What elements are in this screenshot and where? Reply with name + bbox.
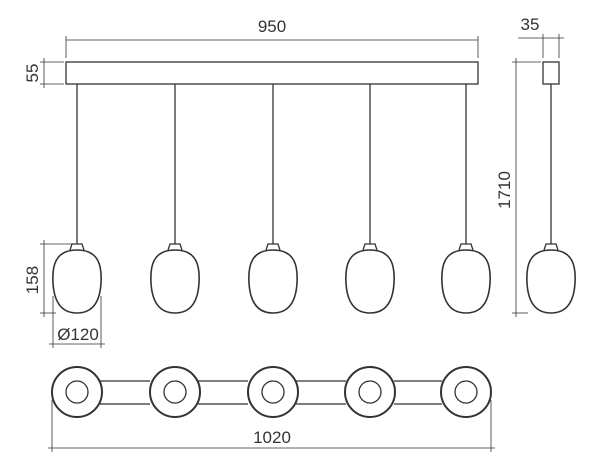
plan-disc-3 xyxy=(247,366,299,418)
label-canopy-height: 55 xyxy=(23,64,42,83)
label-total-height: 1710 xyxy=(495,171,514,209)
plan-disc-4 xyxy=(344,366,396,418)
dimension-canopy-height: 55 xyxy=(23,58,64,88)
label-canopy-length: 950 xyxy=(258,17,286,36)
pendant-2 xyxy=(150,84,200,314)
plan-disc-5 xyxy=(440,366,492,418)
label-total-length: 1020 xyxy=(253,428,291,447)
top-view: 1020 xyxy=(48,366,495,452)
dimension-shade-diameter: Ø120 xyxy=(49,296,105,348)
side-view: 35 1710 xyxy=(495,15,576,317)
pendant-group xyxy=(52,84,491,314)
dimension-shade-height: 158 xyxy=(23,240,77,317)
canopy-bar xyxy=(65,61,479,85)
pendant-side xyxy=(526,249,576,314)
dimension-canopy-length: 950 xyxy=(65,17,479,58)
pendant-5 xyxy=(441,84,491,314)
pendant-3 xyxy=(248,84,298,314)
canopy-side xyxy=(542,61,560,85)
label-shade-diameter: Ø120 xyxy=(57,325,99,344)
plan-disc-2 xyxy=(149,366,201,418)
plan-disc-1 xyxy=(51,366,103,418)
label-canopy-depth: 35 xyxy=(521,15,540,34)
pendant-1 xyxy=(52,84,102,314)
label-shade-height: 158 xyxy=(23,266,42,294)
pendant-4 xyxy=(345,84,395,314)
